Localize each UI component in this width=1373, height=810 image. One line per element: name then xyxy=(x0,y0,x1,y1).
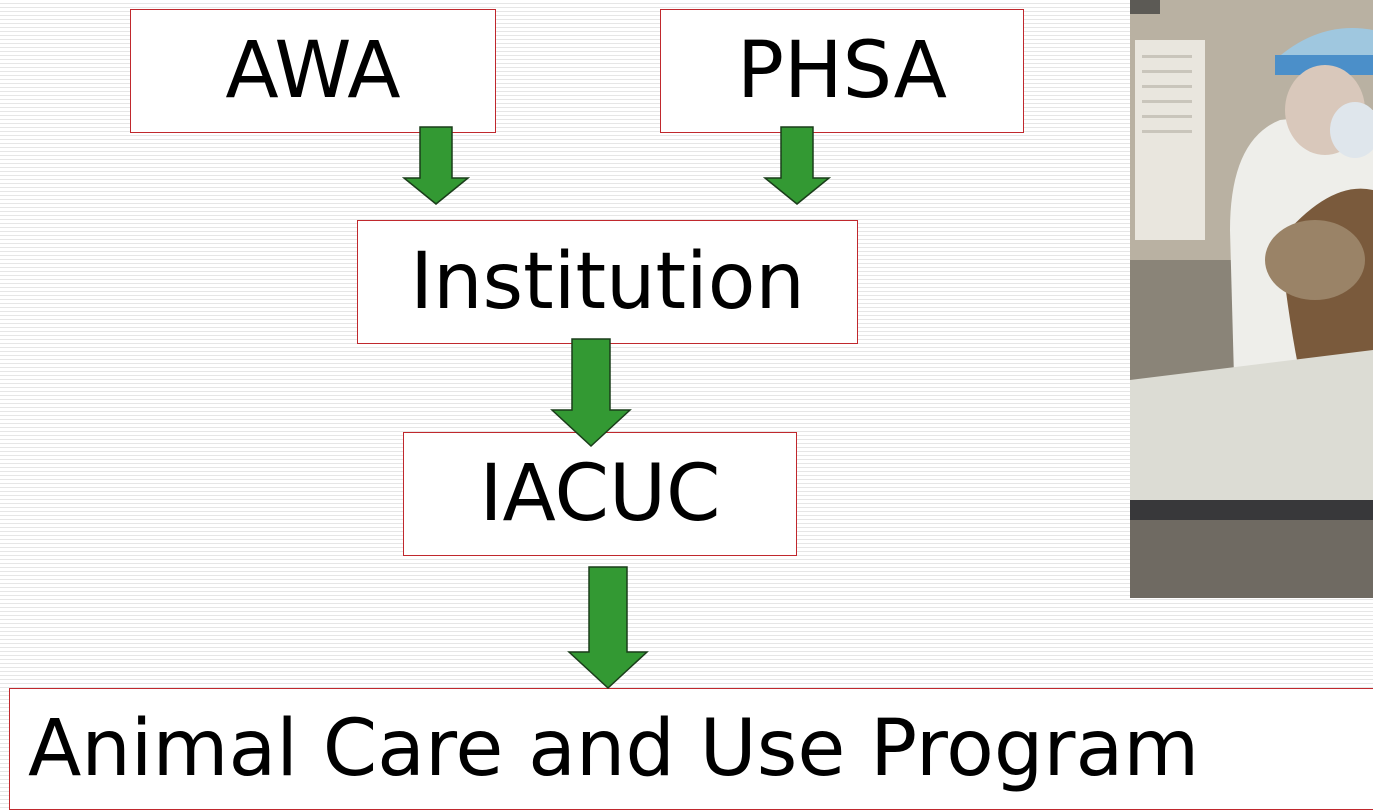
node-phsa: PHSA xyxy=(660,9,1024,133)
node-awa: AWA xyxy=(130,9,496,133)
arrow-institution-to-iacuc-icon xyxy=(550,338,632,448)
node-animal-care-program-label: Animal Care and Use Program xyxy=(28,704,1200,794)
lab-photo xyxy=(1130,0,1373,598)
photo-of-lab-worker-with-monkey-icon xyxy=(1130,0,1373,598)
node-institution: Institution xyxy=(357,220,858,344)
node-animal-care-program: Animal Care and Use Program xyxy=(9,688,1373,810)
arrow-iacuc-to-program-icon xyxy=(567,566,649,690)
node-institution-label: Institution xyxy=(410,237,805,327)
node-phsa-label: PHSA xyxy=(736,26,947,116)
node-iacuc: IACUC xyxy=(403,432,797,556)
node-awa-label: AWA xyxy=(225,26,401,116)
node-iacuc-label: IACUC xyxy=(479,449,721,539)
arrow-awa-to-institution-icon xyxy=(402,126,470,205)
arrow-phsa-to-institution-icon xyxy=(763,126,831,205)
